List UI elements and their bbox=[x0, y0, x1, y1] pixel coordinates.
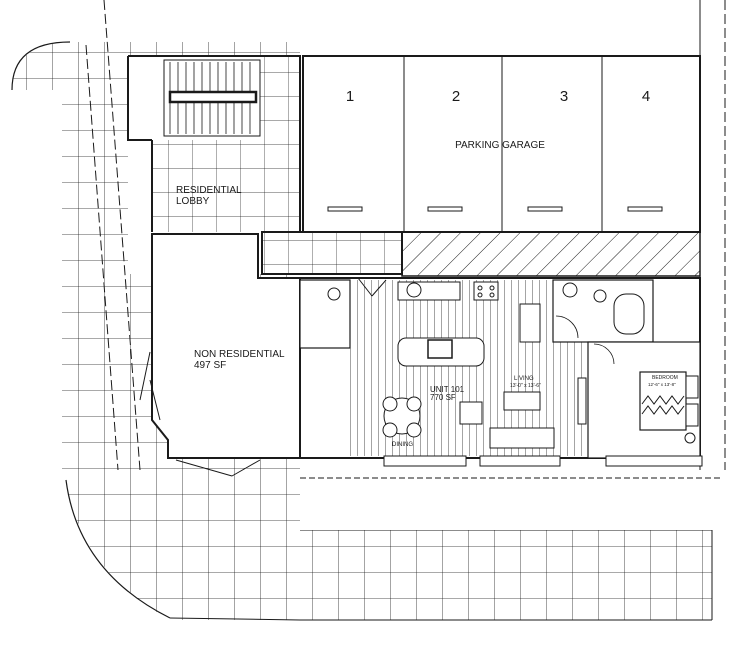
non-residential-area: 497 SF bbox=[194, 360, 226, 371]
dining-table bbox=[382, 396, 422, 438]
stairs bbox=[163, 59, 261, 137]
hatched-driveway bbox=[401, 231, 701, 277]
bedroom-label: BEDROOM bbox=[652, 375, 678, 381]
living-room-label: LIVING bbox=[514, 376, 534, 382]
unit-101 bbox=[299, 277, 701, 459]
stall-number-4: 4 bbox=[642, 88, 650, 105]
parking-garage bbox=[302, 55, 701, 233]
building-shell bbox=[127, 55, 703, 477]
living-room-dims: 13'-0" x 13'-6" bbox=[510, 383, 541, 389]
stall-number-2: 2 bbox=[452, 88, 460, 105]
stall-number-1: 1 bbox=[346, 88, 354, 105]
south-windows bbox=[383, 455, 703, 467]
parking-garage-label: PARKING GARAGE bbox=[455, 140, 545, 151]
residential-lobby-label-1: RESIDENTIAL bbox=[176, 185, 242, 196]
labels: 1 2 3 4 PARKING GARAGE RESIDENTIAL LOBBY… bbox=[176, 88, 678, 448]
unit-101-label: UNIT 101 bbox=[430, 385, 465, 394]
bed bbox=[639, 371, 699, 444]
stall-number-3: 3 bbox=[560, 88, 568, 105]
dining-label: DINING bbox=[392, 442, 413, 448]
non-residential-label: NON RESIDENTIAL bbox=[194, 349, 285, 360]
residential-lobby-label-2: LOBBY bbox=[176, 196, 210, 207]
bedroom-dims: 12'-6" x 13'-8" bbox=[648, 382, 676, 387]
unit-101-area: 770 SF bbox=[430, 393, 456, 402]
